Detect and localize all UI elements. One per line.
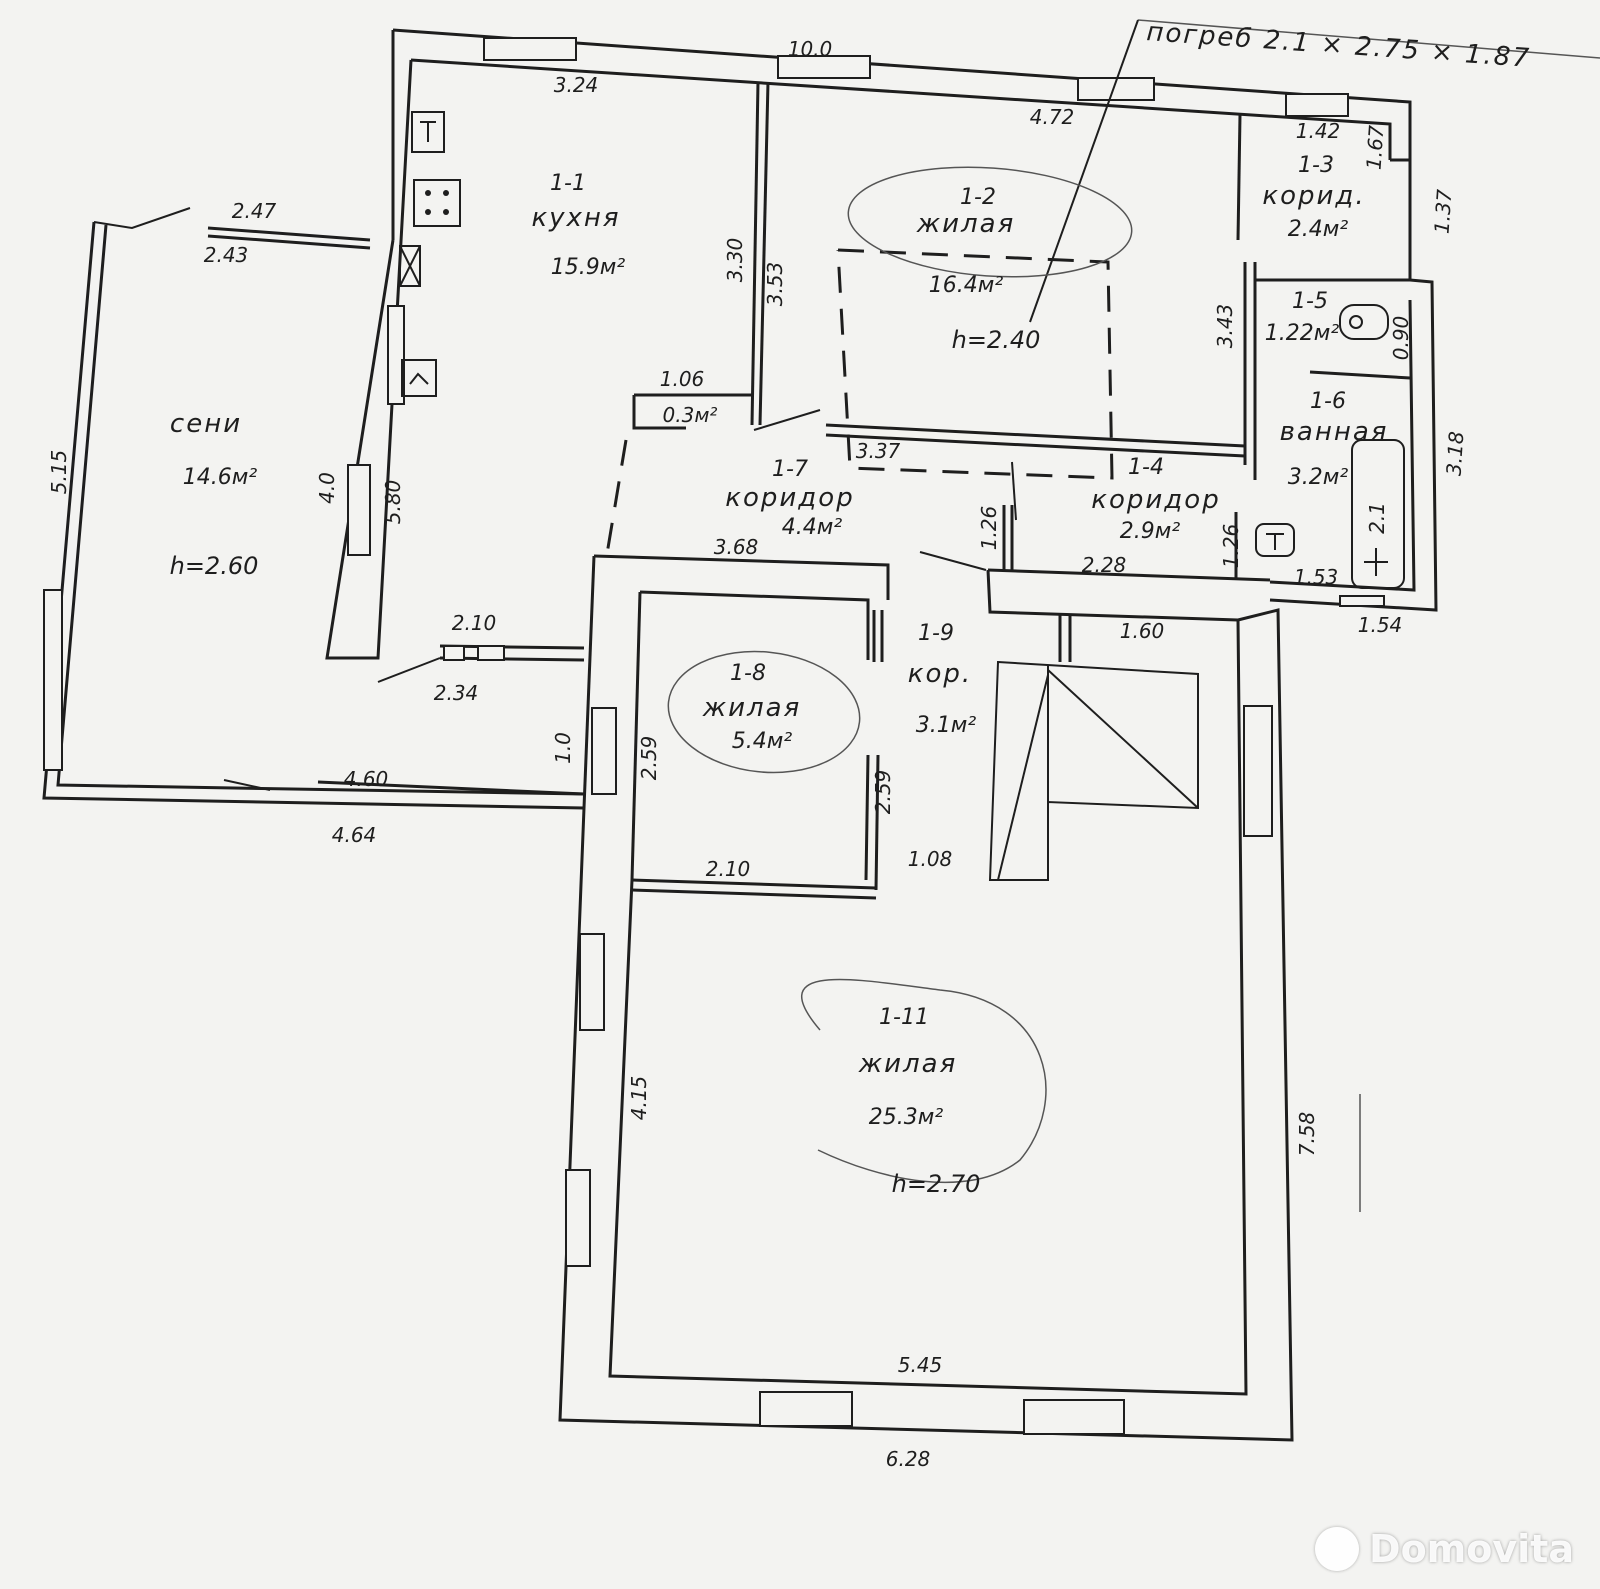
dimension-label: 2.47 xyxy=(232,199,277,223)
bathtub-icon xyxy=(1351,439,1405,589)
room-name-kitchen: кухня xyxy=(531,203,620,233)
room-labels: погреб 2.1 × 2.75 × 1.87 1-1 кухня 15.9м… xyxy=(170,17,1532,1198)
dimension-label: 1.60 xyxy=(1120,619,1165,643)
room-area-corr3: 2.4м² xyxy=(1288,217,1349,242)
cabinet-icon xyxy=(399,245,421,287)
dimension-label: 1.67 xyxy=(1361,124,1388,170)
room-id-living11: 1-11 xyxy=(879,1005,929,1030)
dimension-label: 1.42 xyxy=(1296,119,1341,143)
room-name-corr4: коридор xyxy=(1091,485,1220,515)
room-name-corr3: корид. xyxy=(1262,181,1365,211)
room-id-living2: 1-2 xyxy=(960,185,996,210)
walls xyxy=(42,28,1438,1442)
room-name-living8: жилая xyxy=(702,693,802,723)
sink-icon xyxy=(411,111,445,153)
dimension-label: 2.59 xyxy=(871,770,895,815)
dimension-label: 3.68 xyxy=(714,535,759,559)
room-name-bath6: ванная xyxy=(1280,417,1389,447)
room-height-hall: h=2.60 xyxy=(170,552,259,580)
room-area-corr7: 4.4м² xyxy=(782,515,843,540)
dimension-label: 1.53 xyxy=(1294,565,1339,589)
stove-icon xyxy=(413,179,461,227)
room-name-living11: жилая xyxy=(858,1049,958,1079)
dimension-label: 2.28 xyxy=(1082,553,1127,577)
room-area-bath6: 3.2м² xyxy=(1288,465,1349,490)
dimension-label: 4.15 xyxy=(627,1076,651,1121)
dimension-label: 2.43 xyxy=(204,243,249,267)
dimension-label: 2.10 xyxy=(452,611,497,635)
dimension-label: 2.34 xyxy=(434,681,479,705)
dimension-label: 3.37 xyxy=(856,439,901,463)
dimension-label: 3.53 xyxy=(763,262,787,307)
room-id-corr4: 1-4 xyxy=(1128,455,1164,480)
room-area-kitchen: 15.9м² xyxy=(551,255,626,280)
dimension-label: 6.28 xyxy=(886,1447,931,1471)
dimension-label: 1.08 xyxy=(908,847,953,871)
dimension-label: 5.45 xyxy=(898,1353,943,1377)
room-area-living8: 5.4м² xyxy=(732,729,793,754)
room-area-corr9: 3.1м² xyxy=(916,713,977,738)
room-name-hall: сени xyxy=(170,409,242,439)
dimension-label: 1.06 xyxy=(660,367,705,391)
room-name-corr9: кор. xyxy=(908,659,972,689)
dimension-label: 4.64 xyxy=(332,823,377,847)
room-id-kitchen: 1-1 xyxy=(550,171,586,196)
dimension-label: 4.72 xyxy=(1030,105,1075,129)
room-area-living11: 25.3м² xyxy=(869,1105,944,1130)
room-name-corr7: коридор xyxy=(725,483,854,513)
dimension-label: 1.54 xyxy=(1358,613,1403,637)
dimension-label: 1.26 xyxy=(1219,524,1243,569)
room-name-living2: жилая xyxy=(916,209,1016,239)
dimension-label: 2.10 xyxy=(706,857,751,881)
dimension-label: 7.58 xyxy=(1295,1112,1319,1157)
dimension-label: 2.59 xyxy=(637,736,661,781)
dimension-label: 1.26 xyxy=(977,506,1001,551)
washbasin-icon xyxy=(1255,523,1295,557)
room-height-living2: h=2.40 xyxy=(952,326,1041,354)
room-id-corr7: 1-7 xyxy=(772,457,808,482)
dimension-label: 1.0 xyxy=(551,732,575,764)
room-id-wc5: 1-5 xyxy=(1292,289,1328,314)
dimensions: 10.0 3.24 4.72 1.42 1.67 1.37 3.30 3.53 … xyxy=(47,37,1469,1471)
room-area-hall: 14.6м² xyxy=(183,465,258,490)
dimension-label: 2.1 xyxy=(1365,502,1389,534)
room-area-corr4: 2.9м² xyxy=(1120,519,1181,544)
dimension-label: 3.18 xyxy=(1441,430,1468,476)
room-id-corr9: 1-9 xyxy=(918,621,954,646)
dimension-label: 3.43 xyxy=(1213,304,1237,349)
watermark-text: Domovita xyxy=(1369,1527,1574,1571)
room-area-living2: 16.4м² xyxy=(929,273,1004,298)
dimension-label: 0.90 xyxy=(1389,316,1413,361)
dimension-label: 1.37 xyxy=(1429,188,1456,234)
room-area-wc5: 1.22м² xyxy=(1265,321,1340,346)
cellar-note: погреб 2.1 × 2.75 × 1.87 xyxy=(1146,17,1532,74)
room-id-corr3: 1-3 xyxy=(1298,153,1334,178)
oven-icon xyxy=(401,359,437,397)
windows xyxy=(43,37,1385,1435)
room-height-living11: h=2.70 xyxy=(892,1170,981,1198)
domovita-logo-icon xyxy=(1315,1527,1360,1571)
fixtures xyxy=(399,111,1405,589)
dimension-label: 10.0 xyxy=(788,37,833,61)
room-area-closet: 0.3м² xyxy=(663,403,718,427)
room-id-living8: 1-8 xyxy=(730,661,766,686)
room-id-bath6: 1-6 xyxy=(1310,389,1346,414)
dimension-label: 3.30 xyxy=(723,238,747,283)
toilet-icon xyxy=(1339,304,1389,340)
dimension-label: 5.80 xyxy=(381,480,405,525)
dimension-label: 5.15 xyxy=(47,450,71,495)
dimension-label: 4.0 xyxy=(315,472,339,504)
watermark: Domovita xyxy=(1315,1527,1574,1571)
annotation-marks xyxy=(667,19,1600,1212)
dimension-label: 3.24 xyxy=(554,73,599,97)
dimension-label: 4.60 xyxy=(344,767,389,791)
